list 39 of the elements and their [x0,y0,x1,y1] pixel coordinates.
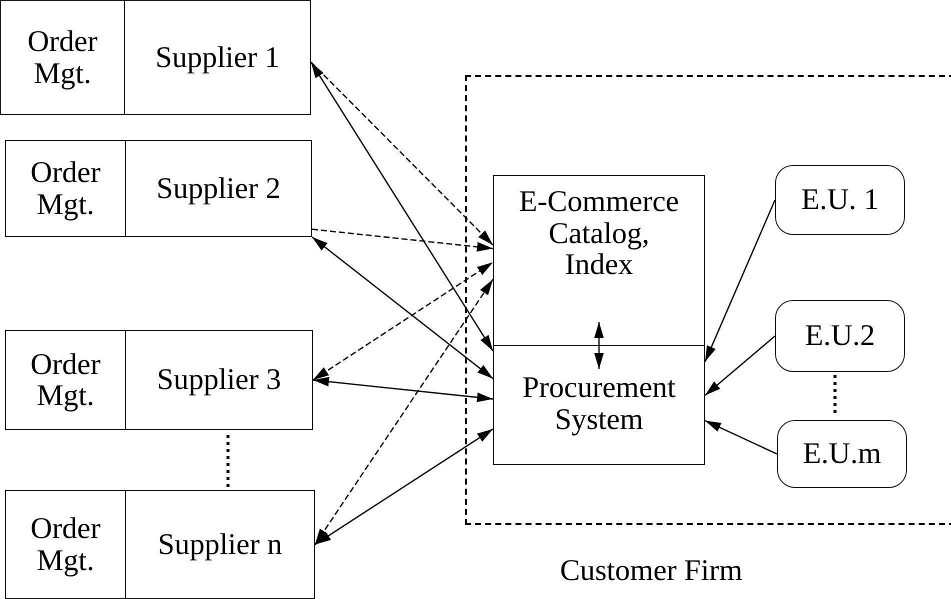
box-label: Supplier 2 [156,172,281,204]
box-label: E-Commerce Catalog, Index [519,186,679,280]
process-box [493,345,705,465]
box-label: Supplier 1 [155,42,280,74]
process-box [493,175,705,346]
end-user-box [777,420,907,488]
process-box [5,330,126,430]
process-box [125,330,313,430]
box-label: Order Mgt. [30,157,102,220]
arrow [312,236,494,380]
end-user-box [775,165,905,235]
box-label: Order Mgt. [26,26,98,89]
arrow [704,200,776,362]
box-label: Procurement System [521,372,677,435]
box-label: Order Mgt. [30,513,102,576]
process-box [124,0,311,115]
box-label: Supplier n [158,528,282,560]
process-box [5,490,126,599]
process-box [125,140,312,237]
arrow [314,278,494,545]
arrow [310,62,494,246]
arrow [704,420,778,455]
double-arrow [594,322,604,369]
process-box [125,490,315,599]
arrow [312,262,494,381]
process-box [0,0,125,115]
end-user-box [775,300,905,372]
arrow [312,376,494,402]
arrow [314,428,494,546]
box-label: E.U.2 [805,320,875,352]
box-label: E.U. 1 [801,184,879,216]
box-label: Supplier 3 [156,364,282,396]
arrow [704,335,776,396]
box-label: E.U.m [802,438,882,470]
arrow [310,62,494,352]
group-label: Customer Firm [560,555,743,586]
arrow [312,228,494,252]
process-box [5,140,126,237]
box-label: Order Mgt. [30,348,102,412]
